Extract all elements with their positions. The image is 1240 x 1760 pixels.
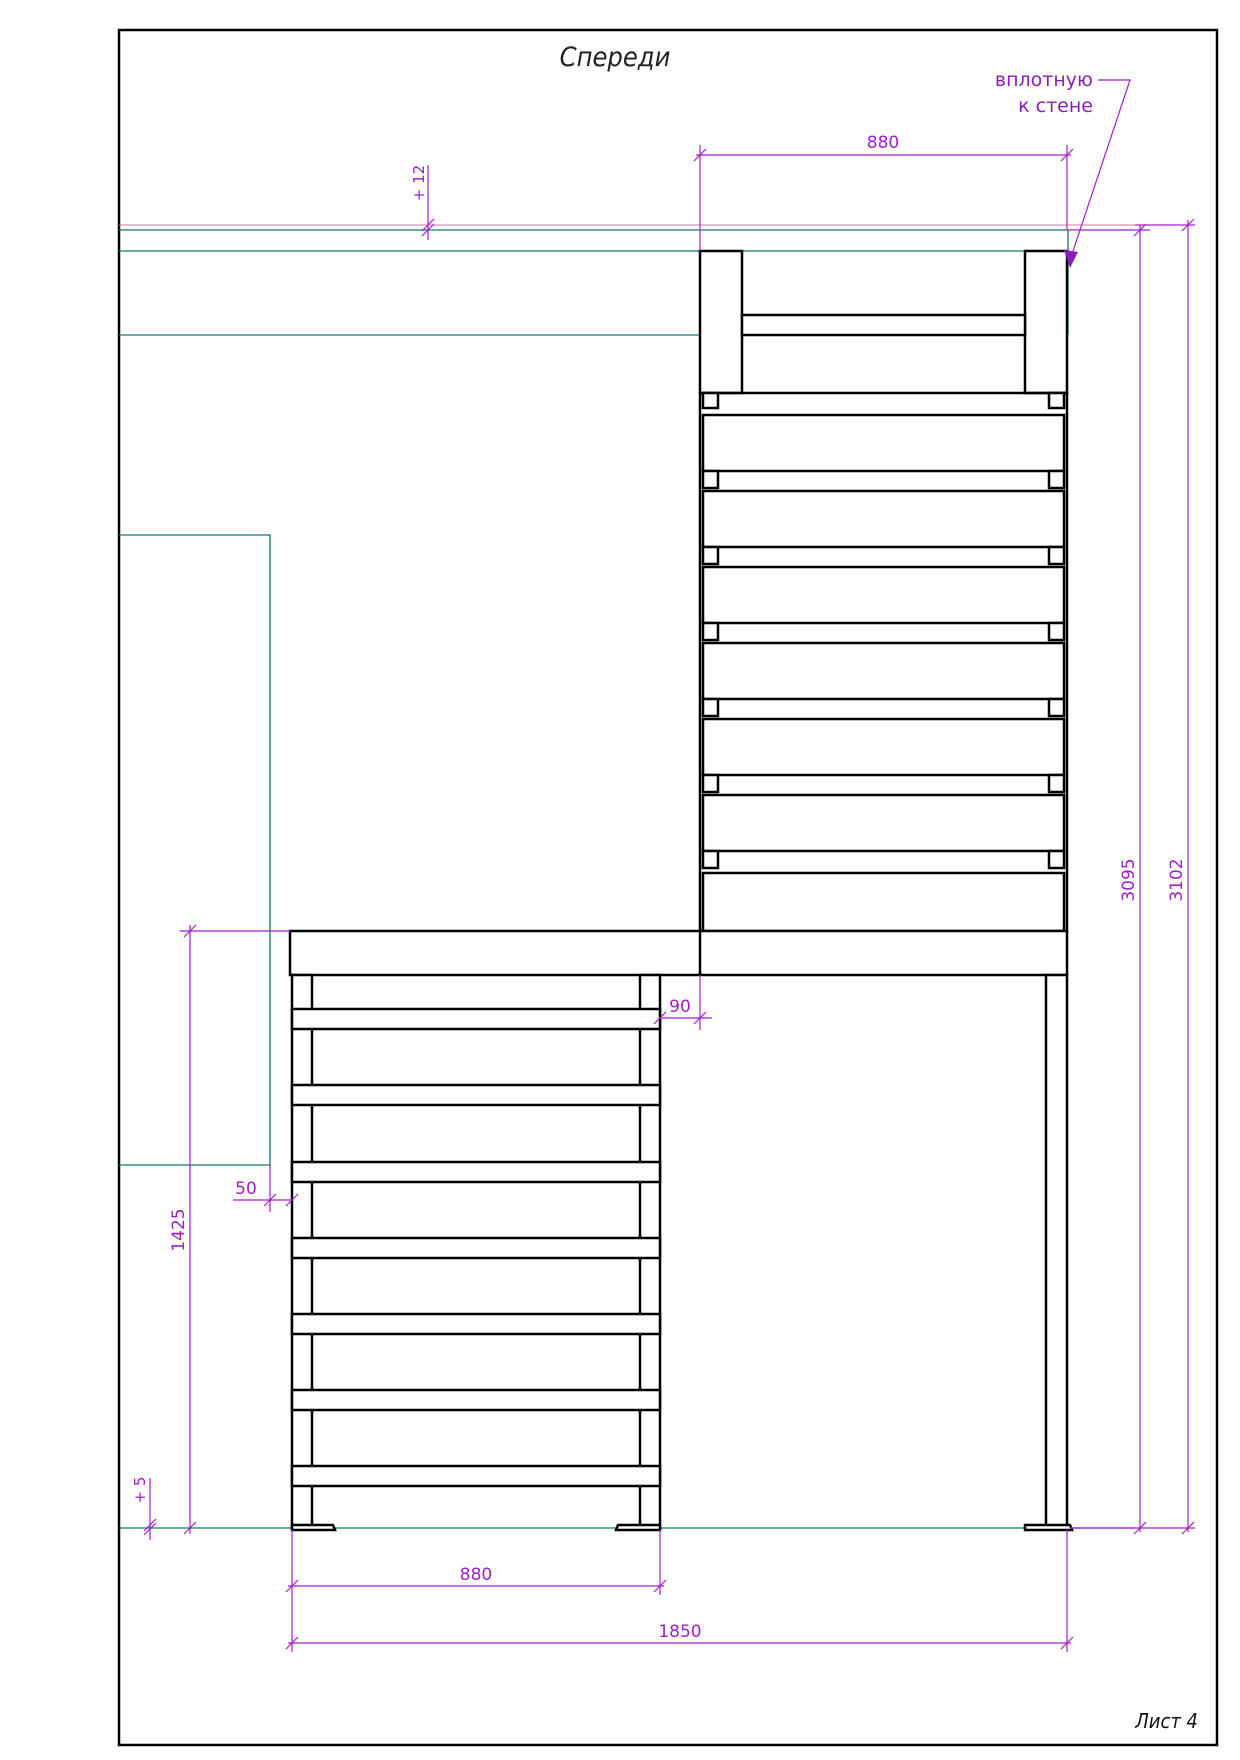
- dim-lower-height: 1425: [169, 1208, 189, 1251]
- dim-total-width: 1850: [658, 1622, 701, 1642]
- view-title: Спереди: [560, 42, 671, 73]
- note-leader-arrow: [1064, 250, 1078, 268]
- dim-top-width: 880: [867, 133, 899, 153]
- dim-post-offset: 50: [235, 1179, 257, 1199]
- landing: [288, 929, 1074, 1532]
- sheet-frame: [117, 28, 1219, 1747]
- note-line-1: вплотную: [995, 69, 1093, 91]
- dimension-lines: [143, 79, 1195, 1652]
- dim-bottom-width: 880: [460, 1565, 492, 1585]
- dim-gap: 90: [669, 997, 691, 1017]
- dim-bottom-offset: + 5: [131, 1477, 149, 1504]
- lower-flight: [290, 973, 662, 1532]
- upper-flight: [698, 249, 1069, 933]
- sheet-label: Лист 4: [1134, 1709, 1198, 1733]
- dim-height-outer: 3102: [1167, 858, 1187, 901]
- dim-height-inner: 3095: [1119, 858, 1139, 901]
- note-line-2: к стене: [1018, 95, 1093, 117]
- dim-top-offset: + 12: [410, 165, 428, 201]
